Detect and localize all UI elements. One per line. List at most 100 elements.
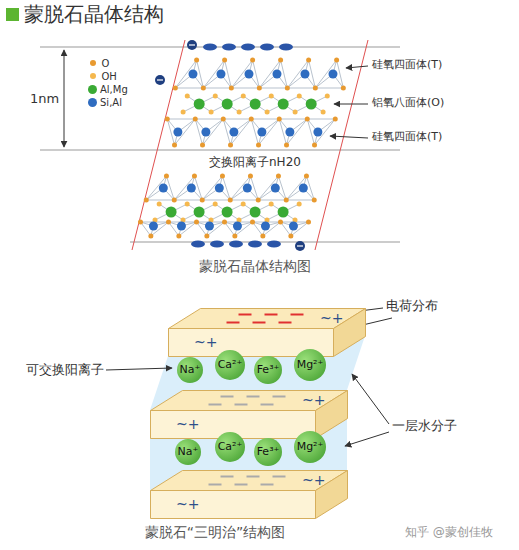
bond-line [169, 222, 179, 236]
atom [229, 128, 238, 137]
atom [244, 70, 253, 79]
atom [277, 117, 282, 122]
atom [269, 202, 274, 207]
bond-line [146, 200, 174, 201]
cation-text: Mg²⁺ [297, 440, 324, 453]
crystal-structure [138, 58, 346, 239]
bond-line [286, 200, 314, 201]
atom [306, 58, 311, 63]
charge-text: ~+ [176, 496, 199, 513]
atom [261, 222, 270, 231]
clay-layer: ~+~+ [150, 390, 349, 440]
bond-line [202, 200, 230, 201]
bond-line [141, 222, 151, 236]
cation-text: Na⁺ [178, 445, 199, 458]
bond-line [309, 60, 316, 88]
bond-line [251, 119, 279, 120]
bond-line [307, 119, 335, 120]
bond-line [259, 88, 287, 89]
bond-line [175, 88, 203, 89]
atom [250, 207, 261, 218]
bond-line [174, 200, 202, 201]
atom [313, 86, 318, 91]
bond-line [281, 60, 288, 88]
bond-line [225, 222, 235, 236]
atom [333, 117, 338, 122]
part-label: 硅氧四面体(T) [372, 130, 442, 143]
atom [149, 222, 158, 231]
legend-swatch [90, 60, 96, 66]
atom [201, 86, 206, 91]
negative-charge [235, 404, 248, 406]
negative-charge [247, 396, 260, 398]
atom [157, 202, 162, 207]
negative-charge [221, 476, 234, 478]
leader-arrow [334, 104, 368, 105]
atom [216, 70, 225, 79]
part-label: 铝氧八面体(O) [372, 96, 444, 109]
atom [185, 94, 190, 99]
atom [228, 198, 233, 203]
bond-line [259, 60, 280, 88]
atom [289, 222, 298, 231]
atom [305, 117, 310, 122]
atom [297, 202, 302, 207]
atom [194, 220, 199, 225]
legend-item: O [88, 56, 109, 70]
bond-line [253, 60, 260, 88]
atom [215, 184, 224, 193]
bond-line [195, 119, 223, 120]
atom [173, 128, 182, 137]
atom [213, 94, 218, 99]
bond-line [231, 88, 259, 89]
negative-charge [273, 396, 286, 398]
leader-arrow [345, 432, 389, 446]
atom [304, 174, 309, 179]
atom [249, 117, 254, 122]
atom [213, 202, 218, 207]
bond-line [279, 119, 307, 120]
cation-ovals [191, 44, 293, 248]
atom [257, 86, 262, 91]
negative-charge [261, 484, 274, 486]
atom [185, 202, 190, 207]
atom [138, 220, 143, 225]
atom [181, 110, 186, 115]
charge-text: ~+ [176, 416, 199, 433]
bond-line [197, 222, 207, 236]
atom [256, 143, 261, 148]
atom [222, 220, 227, 225]
atom [272, 70, 281, 79]
part-label: 电荷分布 [386, 298, 438, 314]
bond-line [223, 119, 251, 120]
boundary-line [40, 47, 400, 48]
legend-item: Al,Mg [88, 82, 128, 96]
negative-charge [273, 476, 286, 478]
atom [341, 86, 346, 91]
bond-line [281, 222, 291, 236]
legend-text: Al,Mg [100, 84, 128, 95]
atom [284, 143, 289, 148]
bond-line [315, 60, 336, 88]
leader-arrow [346, 66, 368, 68]
legend-swatch [90, 73, 96, 79]
part-label: 硅氧四面体(T) [372, 58, 442, 71]
negative-charge [279, 322, 292, 324]
atom [328, 70, 337, 79]
atom [278, 207, 289, 218]
leader-arrow [106, 368, 172, 370]
cation-text: Fe³⁺ [257, 363, 280, 376]
atom [288, 234, 293, 239]
atom [334, 58, 339, 63]
atom [232, 234, 237, 239]
part-label: 可交换阳离子 [26, 362, 104, 378]
atom [250, 99, 261, 110]
cation-text: Ca²⁺ [218, 358, 243, 371]
atom [299, 184, 308, 193]
bond-line [287, 88, 315, 89]
bond-line [258, 200, 286, 201]
atom [177, 222, 186, 231]
bond-line [253, 222, 263, 236]
negative-charge [291, 314, 304, 316]
